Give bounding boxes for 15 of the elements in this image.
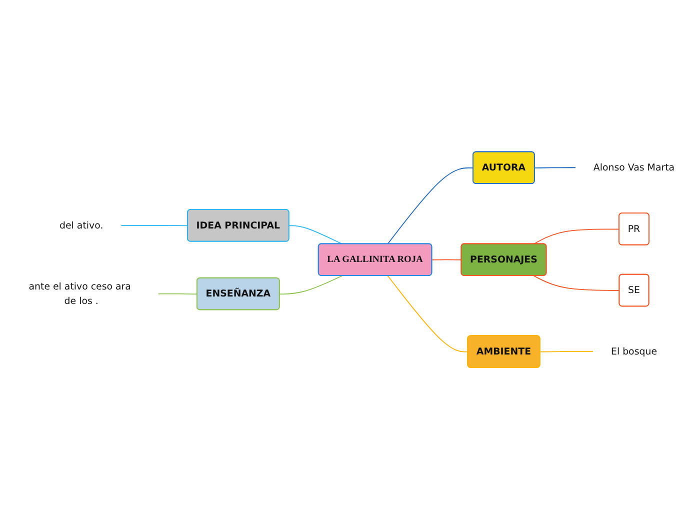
connector [533, 229, 620, 245]
connector [158, 294, 198, 295]
connector [387, 168, 474, 245]
connector [432, 260, 462, 261]
connector [120, 225, 188, 227]
node-text: El bosque [610, 346, 657, 358]
connector [279, 276, 343, 295]
node-text: Alonso Vas Marta [593, 162, 675, 174]
connector [534, 168, 576, 169]
node-text: del ativo. [60, 220, 104, 232]
connector [533, 276, 620, 292]
connector [387, 276, 468, 353]
connector [540, 352, 594, 353]
connector [288, 226, 343, 245]
node-text: ante el ativo ceso ara de los . [28, 281, 131, 307]
